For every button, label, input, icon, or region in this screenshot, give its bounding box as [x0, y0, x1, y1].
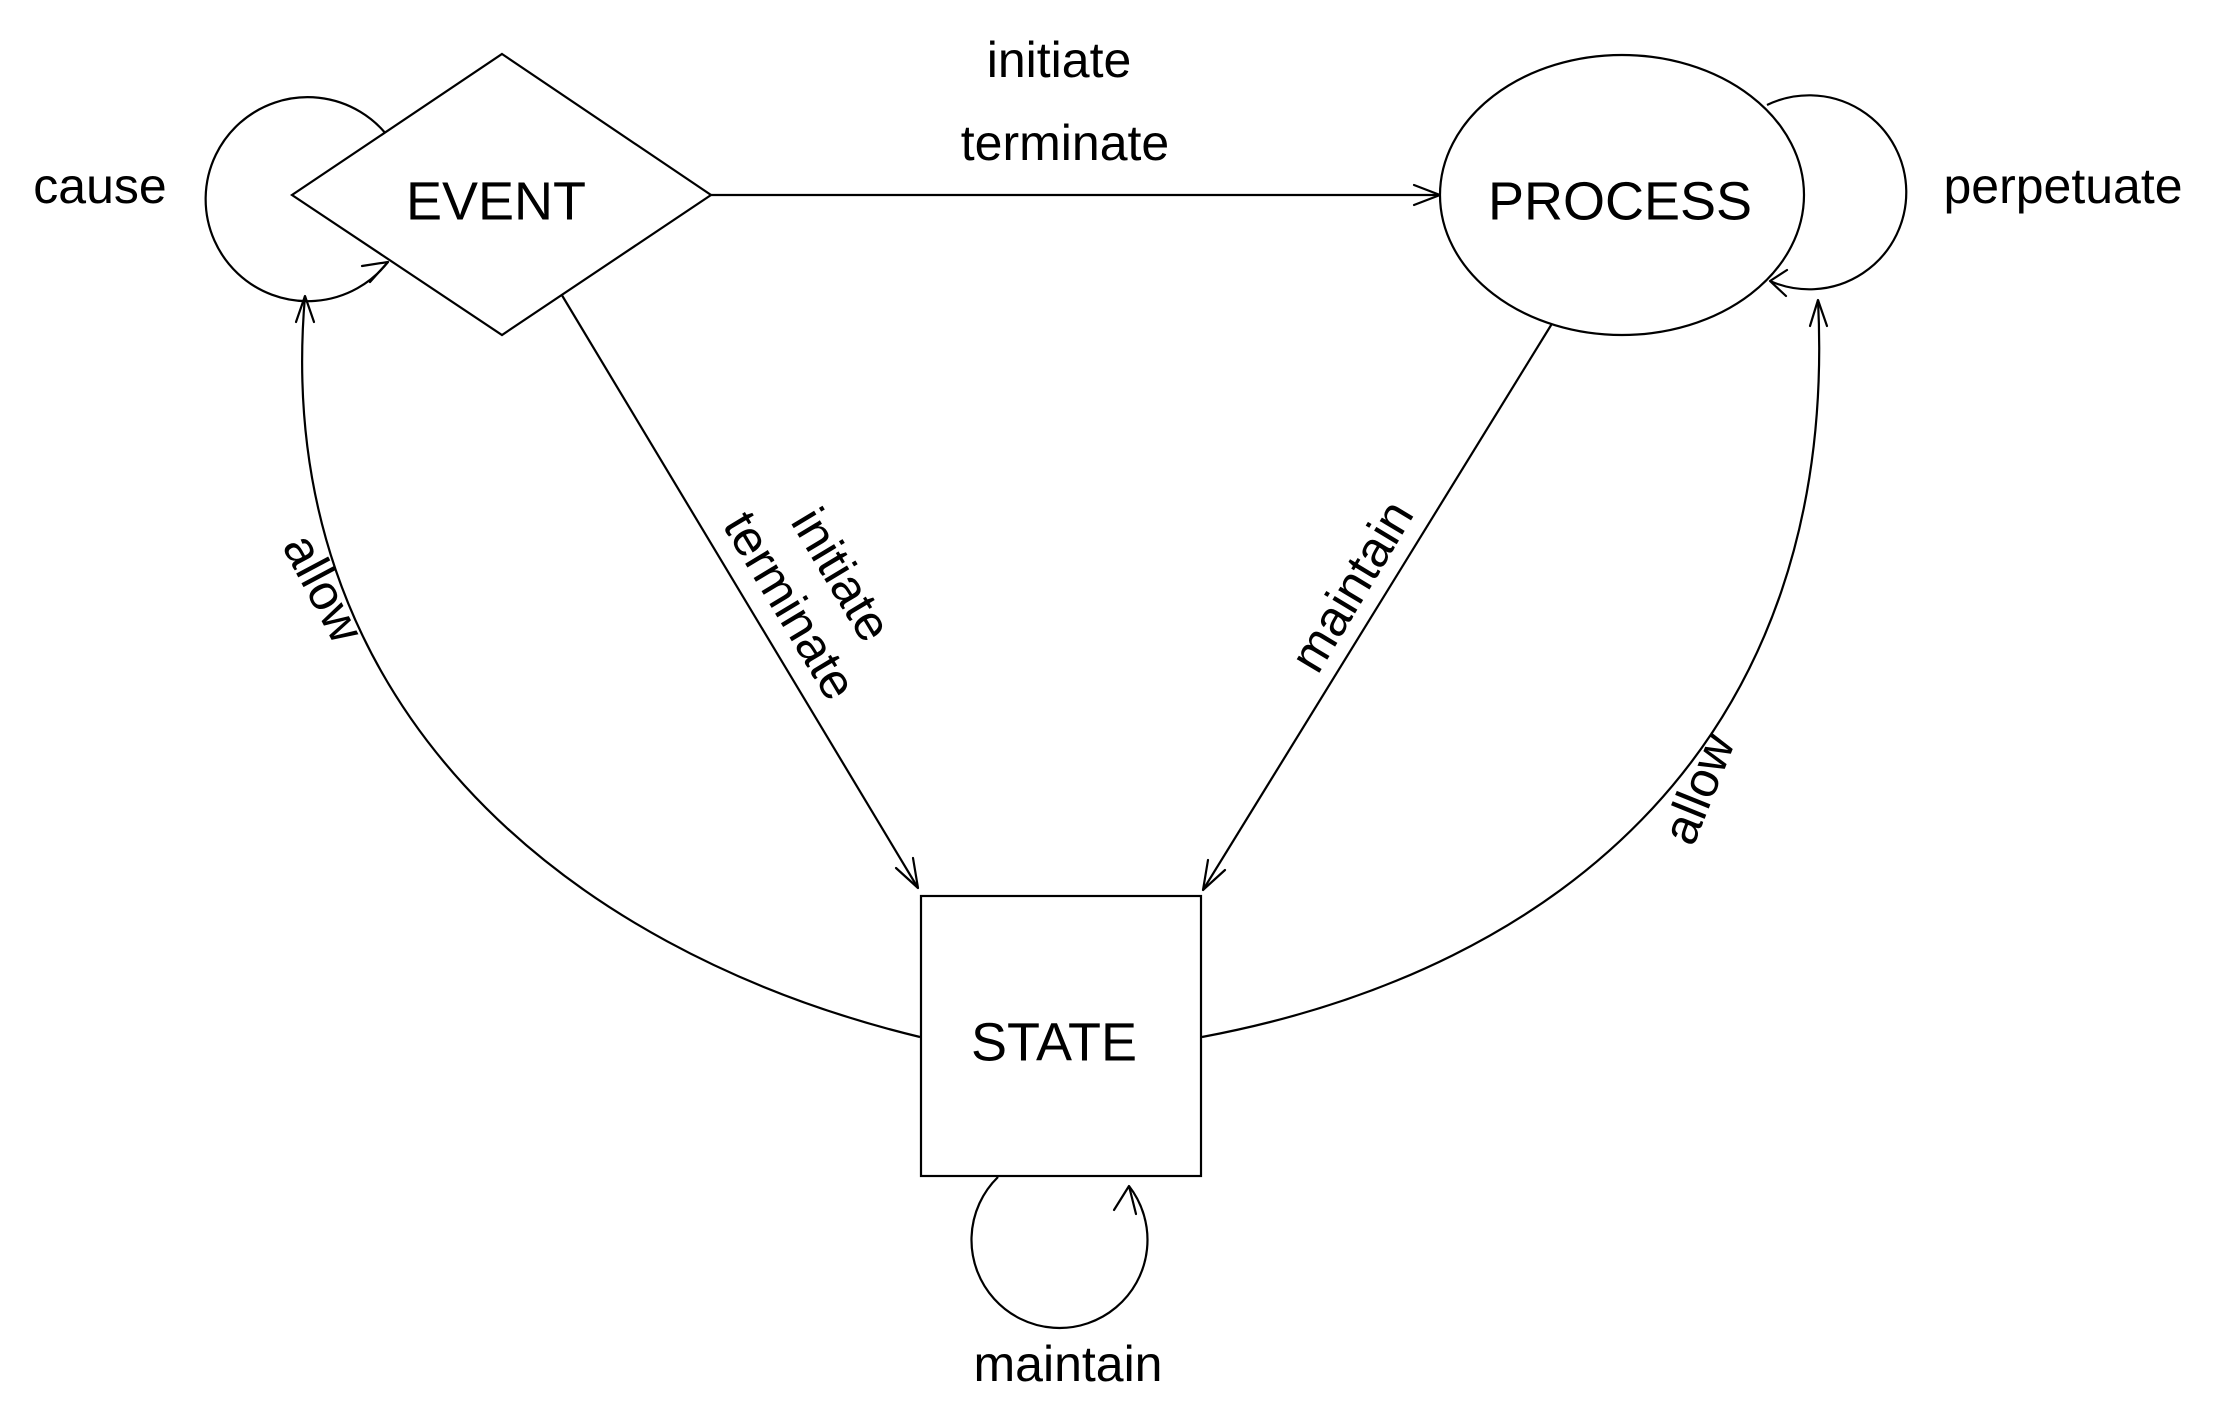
state-event-label-group: allow — [272, 525, 375, 653]
event-node-label: EVENT — [406, 171, 586, 231]
process-self-loop-arrowhead — [1768, 268, 1789, 298]
event-self-loop — [204, 96, 391, 303]
process-state-label-group: maintain — [1279, 491, 1424, 682]
event-node-diamond — [290, 52, 713, 337]
state-self-loop-arrowhead — [1112, 1184, 1138, 1216]
process-node-label: PROCESS — [1488, 171, 1752, 231]
state-event-label: allow — [272, 525, 375, 653]
process-self-loop — [1766, 94, 1908, 291]
state-self-loop-label: maintain — [974, 1336, 1163, 1392]
state-process-label: allow — [1651, 724, 1746, 851]
edge-state-process — [1201, 299, 1821, 1039]
state-self-loop — [970, 1176, 1149, 1330]
edge-state-event — [301, 295, 921, 1039]
edge-process-state-arrowhead — [1201, 858, 1227, 892]
state-node-box — [919, 894, 1203, 1178]
process-self-loop-label: perpetuate — [1943, 158, 2182, 214]
edge-event-state-arrowhead — [894, 856, 920, 890]
edge-state-process-arrowhead — [1808, 298, 1829, 328]
edge-process-state — [1202, 321, 1554, 891]
process-state-label: maintain — [1279, 491, 1424, 682]
process-node-ellipse — [1438, 53, 1806, 337]
edge-event-state — [559, 291, 919, 889]
event-self-loop-label: cause — [33, 158, 166, 214]
state-process-label-group: allow — [1651, 724, 1746, 851]
edge-state-event-arrowhead — [294, 294, 316, 324]
event-state-label-group: initiate terminate — [712, 498, 902, 709]
event-process-label-terminate: terminate — [961, 115, 1169, 171]
event-process-label-initiate: initiate — [987, 32, 1132, 88]
state-node-label: STATE — [971, 1012, 1137, 1072]
event-self-loop-arrowhead — [360, 260, 390, 284]
